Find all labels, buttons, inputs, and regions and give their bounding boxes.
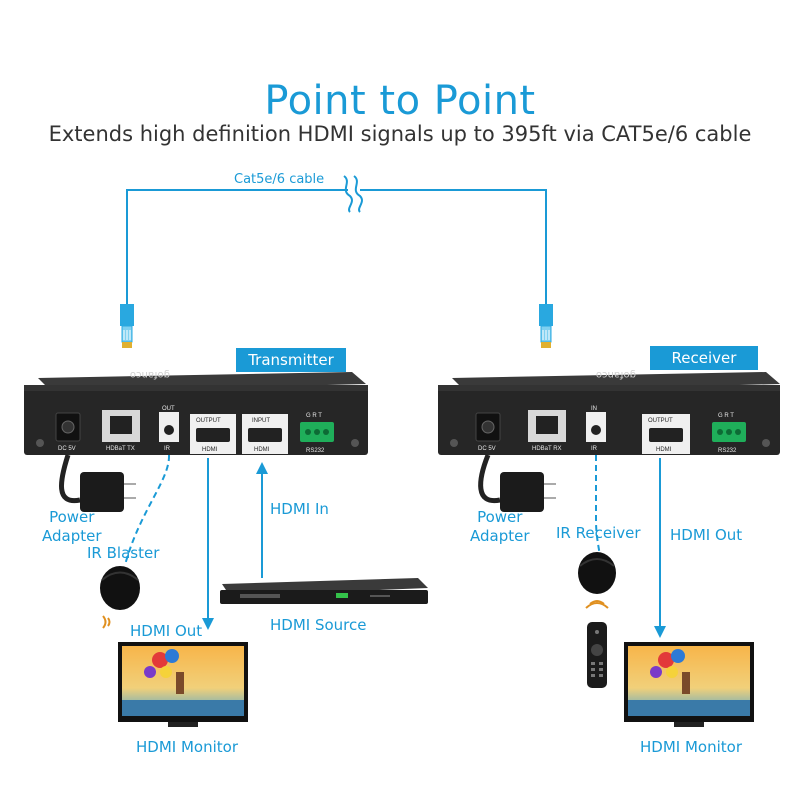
power-adapter-right-label: Power Adapter (470, 508, 530, 545)
rx-output-bottom-label: HDMI (656, 447, 672, 453)
rx-ir-bottom-label: IR (591, 446, 598, 452)
remote-control-drawing (587, 622, 607, 688)
transmitter-tag: Transmitter (236, 348, 346, 372)
tx-input-bottom-label: HDMI (254, 447, 270, 453)
tx-input-top-label: INPUT (252, 418, 270, 424)
rx-dc-label: DC 5V (478, 446, 496, 452)
ir-blaster-label: IR Blaster (87, 544, 160, 562)
monitor-left-drawing (118, 642, 248, 727)
transmitter-device: gofanco (24, 369, 368, 455)
rx-ir-top-label: IN (591, 406, 597, 412)
monitor-right-drawing (624, 642, 754, 727)
rx-output-top-label: OUTPUT (648, 418, 673, 424)
receiver-tag: Receiver (650, 346, 758, 370)
ir-blaster-drawing (100, 566, 140, 629)
hdmi-monitor-left-label: HDMI Monitor (136, 738, 238, 756)
hdmi-in-label: HDMI In (270, 500, 329, 518)
cable-label: Cat5e/6 cable (234, 172, 325, 187)
tx-ir-top-label: OUT (162, 406, 175, 412)
rj45-plug-left (120, 304, 134, 348)
rx-rs-bottom-label: RS232 (718, 448, 737, 454)
tx-dc-label: DC 5V (58, 446, 76, 452)
tx-rs-bottom-label: RS232 (306, 448, 325, 454)
rx-rs-top-label: G R T (718, 413, 734, 419)
power-adapter-right-drawing (478, 454, 556, 512)
hdmi-source-label: HDMI Source (270, 616, 367, 634)
tx-output-bottom-label: HDMI (202, 447, 218, 453)
tx-ir-bottom-label: IR (164, 446, 171, 452)
ir-blaster-cable (124, 454, 171, 566)
power-adapter-left-label: Power Adapter (42, 508, 102, 545)
receiver-device: gofanco (438, 369, 780, 455)
brand-logo-rx: gofanco (596, 369, 636, 380)
rj45-plug-right (539, 304, 553, 348)
hdmi-in-arrow (256, 462, 268, 578)
hdmi-out-right-label: HDMI Out (670, 526, 743, 544)
tx-output-top-label: OUTPUT (196, 418, 221, 424)
tx-hdbt-label: HDBaT TX (106, 446, 135, 452)
ir-receiver-label: IR Receiver (556, 524, 641, 542)
page-title: Point to Point (264, 78, 536, 124)
rx-hdbt-label: HDBaT RX (532, 446, 562, 452)
hdmi-source-player (220, 578, 428, 604)
hdmi-out-right-arrow (654, 458, 666, 638)
page-subtitle: Extends high definition HDMI signals up … (48, 122, 752, 146)
ir-receiver-drawing (578, 552, 616, 609)
hdmi-out-left-label: HDMI Out (130, 622, 203, 640)
brand-logo-tx: gofanco (130, 369, 170, 380)
power-adapter-left-drawing (58, 454, 136, 512)
cat-cable (126, 175, 547, 305)
hdmi-monitor-right-label: HDMI Monitor (640, 738, 742, 756)
ir-receiver-cable (595, 455, 601, 561)
tx-rs-top-label: G R T (306, 413, 322, 419)
hdmi-out-left-arrow (202, 458, 214, 630)
